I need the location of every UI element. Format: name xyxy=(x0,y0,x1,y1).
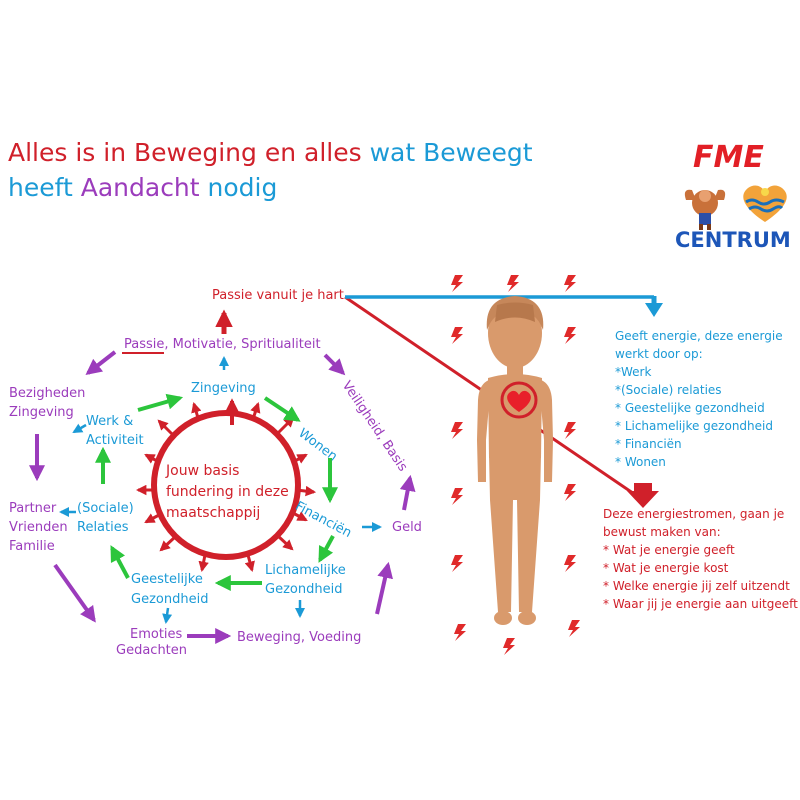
logo-centrum-text: CENTRUM xyxy=(675,228,791,252)
energy-streams-line: * Wat je energie geeft xyxy=(603,543,735,557)
heart-icon xyxy=(507,390,531,412)
title-part-nodig: nodig xyxy=(207,173,278,202)
label-lichamelijke: Lichamelijke xyxy=(265,563,346,578)
title-line-2: heeft Aandacht nodig xyxy=(8,173,277,203)
label-emoties: Emoties xyxy=(130,627,183,642)
label-gedachten: Gedachten xyxy=(116,643,188,658)
energy-streams-line: * Welke energie jij zelf uitzendt xyxy=(603,579,790,593)
center-line-1: Jouw basis xyxy=(166,463,240,479)
label-partner: Partner xyxy=(9,501,57,516)
energy-info-line: * Geestelijke gezondheid xyxy=(615,401,765,415)
label-geld: Geld xyxy=(392,520,422,535)
title-part-aandacht: Aandacht xyxy=(80,173,200,202)
title-line-1: Alles is in Beweging en alles wat Beweeg… xyxy=(8,138,533,168)
label-passie-motivatie: Passie, Motivatie, Spritiualiteit xyxy=(124,337,321,352)
label-zingeving: Zingeving xyxy=(191,381,256,396)
heart-waves-icon xyxy=(743,185,787,222)
energy-info-line: *(Sociale) relaties xyxy=(615,383,722,397)
label-bezig-zingeving: Zingeving xyxy=(9,405,74,420)
label-lich-gezondheid: Gezondheid xyxy=(265,582,343,597)
center-line-2: fundering in deze xyxy=(166,484,289,500)
label-familie: Familie xyxy=(9,539,55,554)
energy-info-block: Geeft energie, deze energie werkt door o… xyxy=(615,327,783,471)
energy-info-line: * Lichamelijke gezondheid xyxy=(615,419,773,433)
energy-streams-line: Deze energiestromen, gaan je xyxy=(603,507,785,521)
energy-info-line: Geeft energie, deze energie xyxy=(615,329,783,343)
center-line-3: maatschappij xyxy=(166,505,261,521)
title-part-blue: wat Beweegt xyxy=(369,138,533,167)
energy-streams-line: * Waar jij je energie aan uitgeeft xyxy=(603,597,798,611)
label-bezigheden: Bezigheden xyxy=(9,386,86,401)
label-geest-gezondheid: Gezondheid xyxy=(131,592,209,607)
label-passie-vanuit-hart: Passie vanuit je hart xyxy=(212,288,344,303)
strongman-icon xyxy=(684,189,726,230)
energy-streams-line: bewust maken van: xyxy=(603,525,721,539)
energy-info-line: werkt door op: xyxy=(615,347,703,361)
energy-info-line: * Wonen xyxy=(615,455,666,469)
energy-info-line: *Werk xyxy=(615,365,652,379)
energy-info-line: * Financiën xyxy=(615,437,682,451)
fme-logo xyxy=(684,185,787,230)
label-sociale: (Sociale) xyxy=(77,501,134,516)
label-beweging-voeding: Beweging, Voeding xyxy=(237,630,362,645)
label-geestelijke: Geestelijke xyxy=(131,572,203,587)
energy-streams-line: * Wat je energie kost xyxy=(603,561,729,575)
label-werk: Werk & xyxy=(86,414,134,429)
title-part-red: Alles is in Beweging en alles xyxy=(8,138,362,167)
person-figure xyxy=(477,296,553,625)
energy-streams-block: Deze energiestromen, gaan je bewust make… xyxy=(603,505,798,613)
label-vrienden: Vrienden xyxy=(9,520,68,535)
label-relaties: Relaties xyxy=(77,520,129,535)
label-activiteit: Activiteit xyxy=(86,433,144,448)
logo-fme-text: FME xyxy=(693,140,764,175)
title-part-heeft: heeft xyxy=(8,173,73,202)
